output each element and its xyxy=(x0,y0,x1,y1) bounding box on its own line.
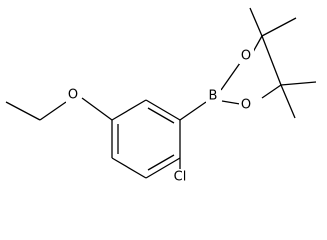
bond-ring-inner-c2-c3 xyxy=(147,107,175,124)
bond-ring-inner-c4-c5 xyxy=(147,154,175,171)
bond-methyl-ch2 xyxy=(5,101,41,121)
bond-lines xyxy=(5,7,317,179)
bond-o-aryl xyxy=(81,97,113,121)
bond-methyl-top-right xyxy=(261,17,297,37)
bond-c-o-bottom xyxy=(261,84,282,99)
atom-label-oxygen-ether: O xyxy=(68,88,78,103)
bond-o-top-c xyxy=(252,35,263,53)
atom-label-oxygen-top: O xyxy=(241,49,251,64)
bond-o-bottom-b xyxy=(221,100,241,105)
bond-ring-c5-c6 xyxy=(111,157,147,179)
bond-ring-c4-c5 xyxy=(145,157,181,179)
bond-quaternary-c-c xyxy=(261,35,282,86)
bond-methyl-bottom xyxy=(280,84,296,119)
bond-ch2-o xyxy=(39,101,67,121)
atom-oxygen-bottom: O xyxy=(239,97,254,113)
bond-methyl-right xyxy=(280,81,317,86)
atom-label-oxygen-bottom: O xyxy=(241,98,251,113)
atom-label-chlorine: Cl xyxy=(174,170,187,185)
bond-ring-c1-c2 xyxy=(111,99,147,121)
bond-methyl-top-left xyxy=(249,7,263,37)
atom-label-boron: B xyxy=(209,89,218,104)
bond-ring-c2-c3 xyxy=(145,99,181,121)
atom-oxygen-ether: O xyxy=(66,87,80,103)
atom-oxygen-top: O xyxy=(239,48,254,64)
atom-chlorine: Cl xyxy=(170,169,190,185)
bond-b-o-top xyxy=(220,62,241,91)
atom-labels: O B O O Cl xyxy=(66,48,254,185)
chemical-structure-diagram: O B O O Cl xyxy=(5,7,317,185)
bond-aryl-b xyxy=(179,101,207,121)
atom-boron: B xyxy=(206,88,221,104)
